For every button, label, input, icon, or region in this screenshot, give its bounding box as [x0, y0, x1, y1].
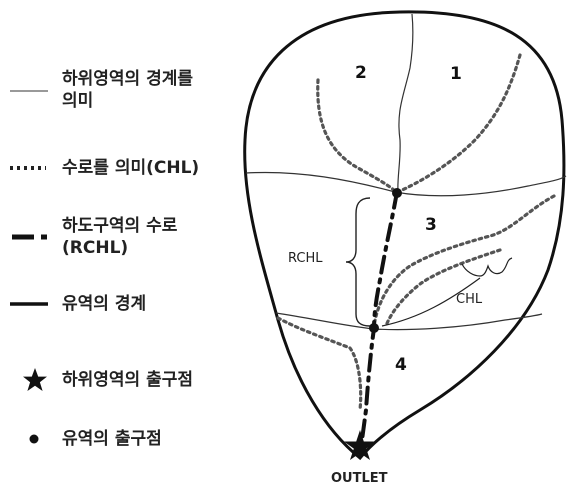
watershed-boundary: [243, 10, 566, 461]
rchl-brace: [345, 197, 371, 327]
rchl-label: RCHL: [288, 251, 323, 266]
channel-sub3: [372, 194, 556, 328]
channel-sub1: [396, 53, 522, 194]
thin-line-symbol: [10, 90, 48, 92]
legend-subbasin-boundary: 하위영역의 경계를 의미: [62, 69, 194, 111]
outlet-label: OUTLET: [331, 471, 388, 486]
subbasin-divide-lower: [275, 312, 543, 331]
subbasin-outlet-dot-upper: [392, 188, 402, 198]
star-icon: [23, 368, 47, 391]
subbasin-divide-top: [397, 13, 414, 193]
channel-sub3b: [384, 248, 502, 328]
channel-sub2: [316, 78, 398, 194]
subbasin-divide-middle: [245, 171, 567, 197]
chl-label: CHL: [456, 292, 483, 307]
dotted-line-symbol: [10, 166, 46, 170]
subbasin-label-2: 2: [355, 63, 367, 83]
dot-icon: [29, 434, 39, 444]
thick-line-symbol: [10, 302, 48, 306]
chl-brace: [461, 257, 513, 277]
legend-reach-channel: 하도구역의 수로 (RCHL): [62, 216, 178, 258]
dash-dot-line-symbol: [12, 234, 47, 240]
legend: 하위영역의 경계를 의미 수로를 의미(CHL) 하도구역의 수로 (RCHL)…: [0, 0, 250, 491]
legend-channel: 수로를 의미(CHL): [62, 158, 200, 178]
subbasin-label-4: 4: [395, 355, 407, 375]
channel-sub4: [276, 316, 363, 412]
subbasin-label-3: 3: [425, 215, 437, 235]
subbasin-outlet-dot-lower: [369, 323, 379, 333]
channels: [276, 53, 556, 412]
watershed-outlet-star: [344, 430, 376, 460]
subbasin-label-1: 1: [450, 64, 462, 84]
chl-leader: [381, 277, 481, 327]
legend-watershed-outlet: 유역의 출구점: [62, 429, 162, 449]
legend-subbasin-outlet: 하위영역의 출구점: [62, 370, 194, 390]
legend-watershed-boundary: 유역의 경계: [62, 294, 147, 314]
